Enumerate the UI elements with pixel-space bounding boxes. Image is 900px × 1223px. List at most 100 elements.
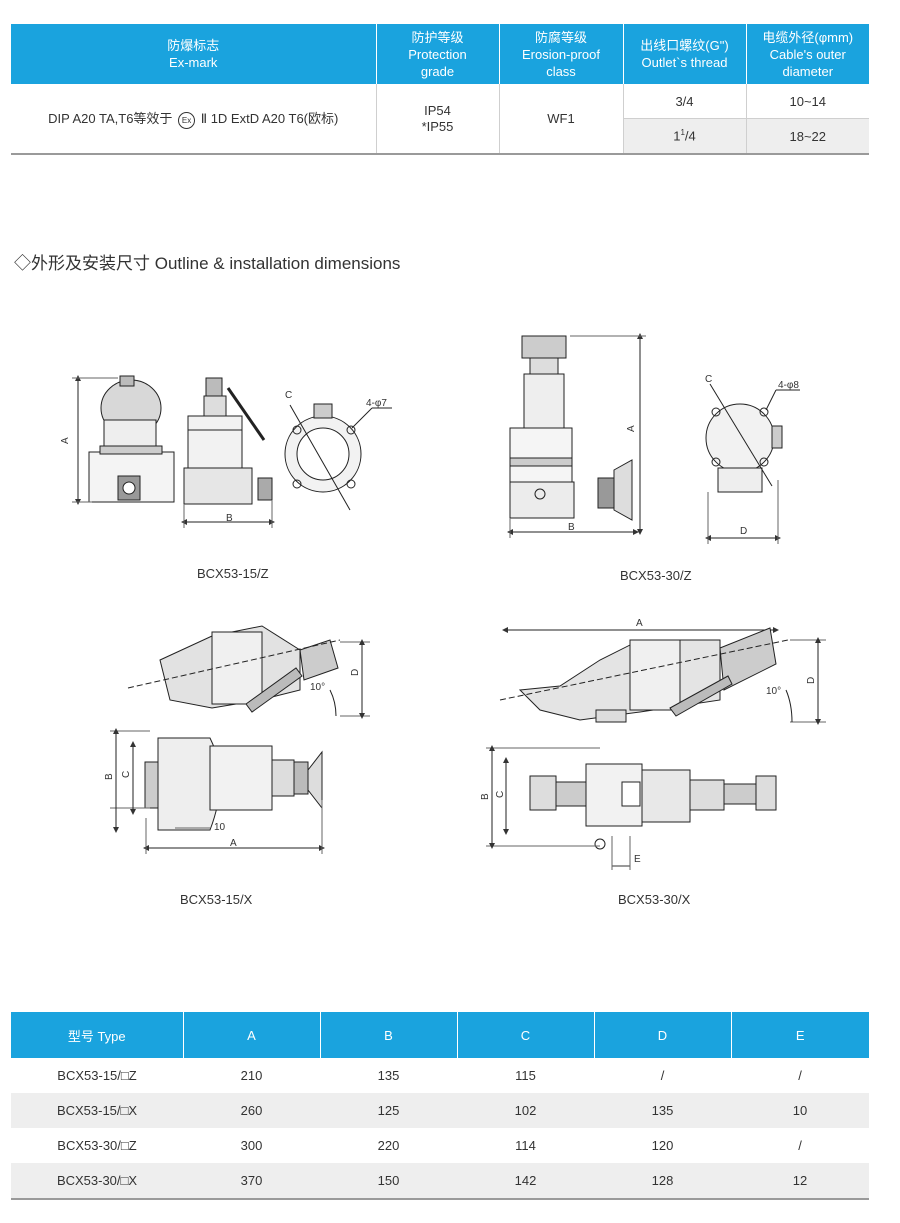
fig3-label-angle: 10° [310,682,325,693]
exmark-cell: DIP A20 TA,T6等效于 Ex Ⅱ 1D ExtD A20 T6(欧标) [11,84,377,155]
cell-a: 300 [240,1138,263,1153]
cell-e: / [798,1138,802,1153]
dimension-table: 型号 Type A B C D E BCX53-15/□Z 210 135 11… [11,1012,869,1200]
fig4-label-c: C [495,791,506,798]
header-erosion-cn: 防腐等级 [534,29,587,45]
cell-d: 135 [594,1093,731,1128]
protection-ip55: *IP55 [421,118,454,134]
fig2-label-a: A [626,425,637,432]
header-cable-cn: 电缆外径(φmm) [762,29,854,45]
fig1-label-b: B [226,513,233,524]
cell-type: BCX53-30/□X [11,1163,183,1200]
erosion-cell: WF1 [499,84,624,155]
cell-b: 135 [377,1068,400,1083]
cell-c: 114 [515,1138,536,1153]
header-thread-en: Outlet`s thread [641,55,728,70]
protection-cell: IP54 *IP55 [376,84,500,155]
thread-cell-2: 11/4 [623,118,747,155]
header-thread: 出线口螺纹(G") Outlet`s thread [623,24,747,84]
dims-header-a: A [183,1012,321,1058]
spec-table: 防爆标志 Ex-mark 防护等级 Protection grade 防腐等级 … [11,24,869,155]
thread-num: 1 [680,128,685,138]
fig2-label-holes: 4-φ8 [778,380,799,391]
fig3-caption: BCX53-15/X [180,892,253,907]
fig1-label-holes: 4-φ7 [366,398,387,409]
cell-c: 115 [515,1068,536,1083]
drawing-bcx53-30x [486,627,826,870]
dims-header-e: E [731,1012,869,1058]
cell-c: 102 [457,1093,594,1128]
table-row: BCX53-15/□X 260 125 102 135 10 [11,1093,869,1128]
thread-den: 4 [688,128,696,144]
header-erosion-en1: Erosion-proof [521,46,601,62]
header-thread-cn: 出线口螺纹(G") [640,38,729,53]
fig3-label-ten: 10 [214,822,226,833]
fig4-label-a: A [636,618,643,629]
exmark-text-pre: DIP A20 TA,T6等效于 [48,111,173,127]
fig3-label-a: A [230,838,237,849]
header-exmark-en: Ex-mark [169,55,218,70]
cell-type: BCX53-15/□Z [57,1068,137,1083]
dims-header-d: D [594,1012,732,1058]
fig1-caption: BCX53-15/Z [197,566,269,581]
drawing-bcx53-15x [110,625,370,854]
cell-type: BCX53-15/□X [11,1093,183,1128]
drawing-bcx53-15z [72,375,392,528]
cell-c: 142 [457,1163,594,1200]
table-row: BCX53-15/□Z 210 135 115 / / [11,1058,869,1093]
cell-a: 370 [183,1163,320,1200]
fig1-label-a: A [60,437,71,444]
fig4-label-e: E [634,854,641,865]
fig3-label-b: B [104,773,115,780]
thread-whole: 1 [673,128,681,144]
header-erosion-en2: class [546,63,576,79]
fig4-label-d: D [806,677,817,684]
header-cable-en1: Cable's outer [769,46,846,62]
fig2-label-c: C [705,374,712,385]
table-row: BCX53-30/□Z 300 220 114 120 / [11,1128,869,1163]
cell-d: 120 [651,1138,674,1153]
fig2-caption: BCX53-30/Z [620,568,692,583]
protection-ip54: IP54 [424,102,451,118]
cell-d: 128 [594,1163,731,1200]
cell-b: 220 [377,1138,400,1153]
thread-cell-1: 3/4 [623,84,747,119]
header-exmark: 防爆标志 Ex-mark [11,24,377,84]
cell-a: 210 [240,1068,263,1083]
fig2-label-b: B [568,522,575,533]
cell-e: 12 [731,1163,869,1200]
header-exmark-cn: 防爆标志 [167,38,220,53]
header-cable-en2: diameter [782,63,834,79]
exmark-text-post: Ⅱ 1D ExtD A20 T6(欧标) [200,111,339,127]
header-protection-en2: grade [420,63,455,79]
cable-cell-2: 18~22 [746,118,869,155]
fig1-label-c: C [285,390,292,401]
cell-type: BCX53-30/□Z [57,1138,137,1153]
cell-b: 150 [320,1163,457,1200]
dims-header-b: B [320,1012,458,1058]
cable-cell-1: 10~14 [746,84,869,119]
cell-e: / [798,1068,802,1083]
cell-a: 260 [183,1093,320,1128]
cell-e: 10 [731,1093,869,1128]
fig3-label-c: C [121,771,132,778]
header-erosion: 防腐等级 Erosion-proof class [499,24,624,84]
header-cable: 电缆外径(φmm) Cable's outer diameter [746,24,869,84]
table-row: BCX53-30/□X 370 150 142 128 12 [11,1163,869,1200]
header-protection-en1: Protection [408,46,467,62]
fig4-label-b: B [480,793,491,800]
header-protection-cn: 防护等级 [411,29,464,45]
outline-drawings: A B C 4-φ7 A B C D 4-φ8 [60,333,826,870]
dims-header-type: 型号 Type [11,1012,184,1058]
fig3-label-d: D [350,669,361,676]
dims-header-c: C [457,1012,595,1058]
cell-b: 125 [320,1093,457,1128]
header-protection: 防护等级 Protection grade [376,24,500,84]
cell-d: / [660,1068,665,1083]
drawing-bcx53-30z [507,333,800,544]
fig2-label-d: D [740,526,747,537]
fig4-label-angle: 10° [766,686,781,697]
section-title: ◇外形及安装尺寸 Outline & installation dimensio… [14,254,401,273]
ex-logo-icon: Ex [178,111,196,129]
fig4-caption: BCX53-30/X [618,892,691,907]
